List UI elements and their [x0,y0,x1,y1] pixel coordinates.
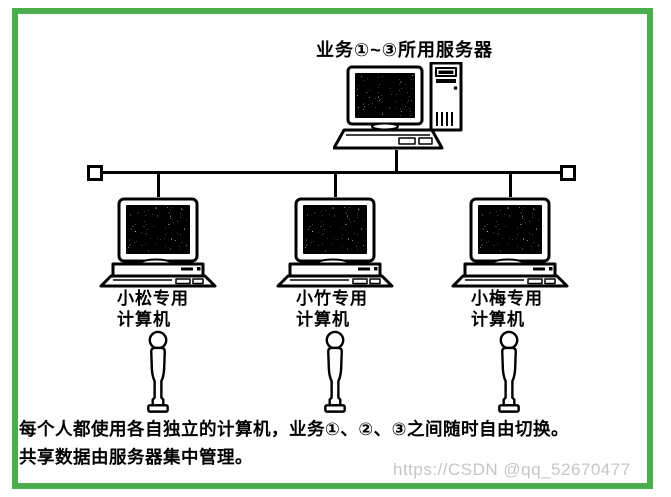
client1-owner: 小松专用 [117,289,189,308]
client3-device: 计算机 [471,310,525,329]
csdn-watermark: https://CSDN @qq_52670477 [393,460,631,479]
client1-device: 计算机 [117,310,171,329]
client2-label: 小竹专用 计算机 [296,288,368,330]
caption-line2: 共享数据由服务器集中管理。 [19,447,253,467]
bus-terminator-right [560,165,576,181]
client-computer-icon [275,196,395,288]
client3-label: 小梅专用 计算机 [471,288,543,330]
server-computer-icon [333,62,465,152]
client-computer-icon [450,196,570,288]
server-drop-line [395,150,398,173]
client2-device: 计算机 [296,310,350,329]
client1-drop-line [157,173,160,197]
client3-owner: 小梅专用 [471,289,543,308]
server-title-label: 业务①~③所用服务器 [316,40,493,60]
client2-owner: 小竹专用 [296,289,368,308]
bus-terminator-left [87,165,103,181]
network-bus-line [102,171,562,174]
client2-drop-line [334,173,337,197]
caption-line1: 每个人都使用各自独立的计算机，业务①、②、③之间随时自由切换。 [19,419,569,439]
person-icon [139,330,177,415]
person-icon [316,330,354,415]
client1-label: 小松专用 计算机 [117,288,189,330]
client-computer-icon [98,196,218,288]
client3-drop-line [509,173,512,197]
person-icon [490,330,528,415]
